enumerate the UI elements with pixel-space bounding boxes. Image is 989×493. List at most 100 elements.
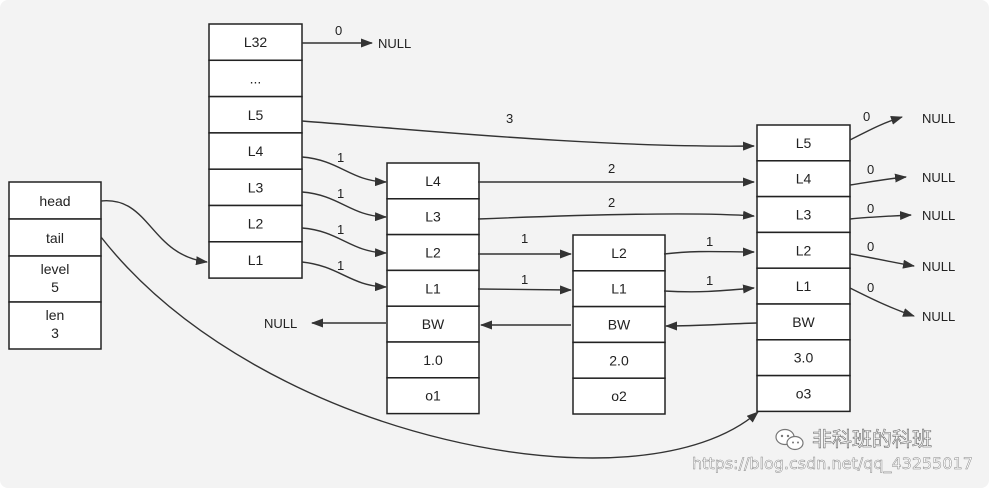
span-labels: 0 3 1 1 1 1 2 2 1 1 1 1 0 0 0 0 0 xyxy=(335,23,874,295)
edge-node1-l3 xyxy=(477,210,755,220)
node-level-cell-label: L2 xyxy=(796,242,812,258)
header-level-cell: L2 xyxy=(208,204,303,243)
edge-node3-bw xyxy=(665,321,758,331)
null-label: NULL xyxy=(922,208,955,223)
header-level-cell-label: L4 xyxy=(248,143,264,159)
span-label: 0 xyxy=(867,201,874,216)
node-level-cell-label: L1 xyxy=(796,278,812,294)
edge-node3-l3-null xyxy=(849,211,912,221)
span-label: 1 xyxy=(521,231,528,246)
edge-node3-l5-null xyxy=(849,116,903,141)
header-level-cell-label: L5 xyxy=(248,107,264,123)
node-level-cell-label: L4 xyxy=(796,171,812,187)
node-score-cell-label: 2.0 xyxy=(609,352,629,368)
node-level-cell: L4 xyxy=(756,160,851,198)
span-label: 0 xyxy=(863,109,870,124)
node-level-cell: L3 xyxy=(386,198,480,236)
span-label: 3 xyxy=(506,111,513,126)
header-level-cell: L4 xyxy=(208,132,303,170)
null-label: NULL xyxy=(922,309,955,324)
edge-header-l5 xyxy=(301,120,755,151)
span-label: 2 xyxy=(608,161,615,176)
node-level-cell: L5 xyxy=(756,124,851,162)
header-level-cell: L1 xyxy=(208,241,303,279)
node-backward-cell-label: BW xyxy=(608,317,631,333)
null-label: NULL xyxy=(922,259,955,274)
edge-header-l2 xyxy=(301,227,387,258)
span-label: 1 xyxy=(521,272,528,287)
header-level-cell: L3 xyxy=(208,168,303,207)
edge-header-l4 xyxy=(301,156,387,187)
edge-node2-l1 xyxy=(663,284,755,294)
null-label: NULL xyxy=(922,111,955,126)
node-backward-cell: BW xyxy=(572,305,666,344)
null-label: NULL xyxy=(264,316,297,331)
span-label: 1 xyxy=(337,222,344,237)
header-level-cell-label: L3 xyxy=(248,179,264,195)
span-label: 0 xyxy=(335,23,342,38)
node-score-cell: 2.0 xyxy=(572,341,666,379)
span-label: 2 xyxy=(608,195,615,210)
node-level-cell-label: L3 xyxy=(425,209,441,225)
header-level-cell: L32 xyxy=(208,23,303,62)
span-label: 0 xyxy=(867,280,874,295)
node-score-cell: 1.0 xyxy=(386,341,480,379)
wechat-icon xyxy=(775,428,804,451)
node-level-cell: L4 xyxy=(386,162,480,200)
node-level-cell: L1 xyxy=(386,269,480,307)
node-backward-cell-label: BW xyxy=(422,316,445,332)
edge-head-to-header xyxy=(100,200,208,266)
node-backward-cell: BW xyxy=(386,305,480,343)
node-level-cell: L1 xyxy=(572,270,666,308)
span-label: 1 xyxy=(337,150,344,165)
node-object-cell-label: o1 xyxy=(425,388,441,404)
node-level-cell: L2 xyxy=(572,234,666,272)
edge-header-l1 xyxy=(301,261,387,292)
header-level-cell: ... xyxy=(208,59,303,98)
header-level-cell-label: L1 xyxy=(248,252,264,268)
node-level-cell-label: L1 xyxy=(425,280,441,296)
node-object-cell: o2 xyxy=(572,377,666,415)
watermark: 非科班的科班 https://blog.csdn.net/qq_43255017 xyxy=(692,427,973,475)
edge-node2-l2 xyxy=(663,247,755,257)
span-label: 0 xyxy=(867,162,874,177)
node-level-cell-label: L2 xyxy=(425,245,441,261)
span-label: 1 xyxy=(337,186,344,201)
null-label: NULL xyxy=(378,36,411,51)
edge-node3-l2-null xyxy=(849,253,915,269)
node-score-cell-label: 3.0 xyxy=(794,350,814,366)
edge-node3-l4-null xyxy=(849,173,907,186)
watermark-name: 非科班的科班 xyxy=(812,427,932,451)
node-object-cell-label: o2 xyxy=(611,388,627,404)
field-tail: tail xyxy=(46,230,64,246)
edge-node1-l1 xyxy=(477,285,572,295)
node-level-cell-label: L3 xyxy=(796,207,812,223)
span-label: 1 xyxy=(706,273,713,288)
field-head: head xyxy=(39,193,70,209)
node-level-cell-label: L2 xyxy=(611,245,627,261)
node-score-cell: 3.0 xyxy=(756,339,851,377)
node-level-cell-label: L1 xyxy=(611,281,627,297)
node-object-cell: o1 xyxy=(386,377,480,415)
span-label: 1 xyxy=(337,258,344,273)
node-backward-cell-label: BW xyxy=(792,314,815,330)
node-object-cell-label: o3 xyxy=(796,386,812,402)
null-labels: NULL NULL NULL NULL NULL NULL NULL xyxy=(264,36,955,331)
node-level-cell: L1 xyxy=(756,267,851,305)
node-level-cell: L2 xyxy=(756,231,851,269)
span-label: 0 xyxy=(867,239,874,254)
node-level-cell-label: L4 xyxy=(425,173,441,189)
edge-tail-to-node3 xyxy=(100,236,759,459)
null-label: NULL xyxy=(922,170,955,185)
edge-node3-l1-null xyxy=(849,287,915,317)
header-level-cell-label: L32 xyxy=(244,34,268,50)
